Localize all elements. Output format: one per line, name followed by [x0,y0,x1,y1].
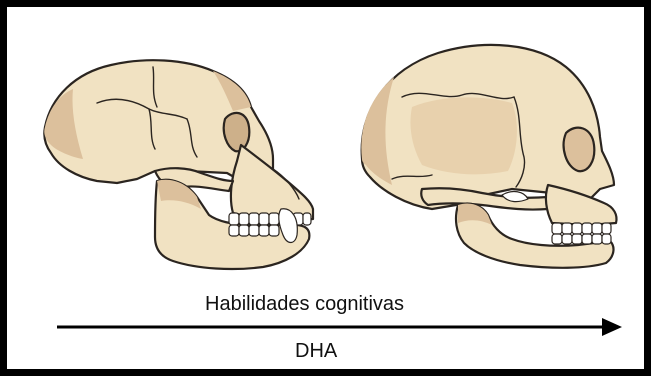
bottom-label: DHA [295,340,337,363]
ape-skull-illustration [37,49,327,279]
human-skull-illustration [352,39,637,274]
progression-arrow [57,312,622,342]
